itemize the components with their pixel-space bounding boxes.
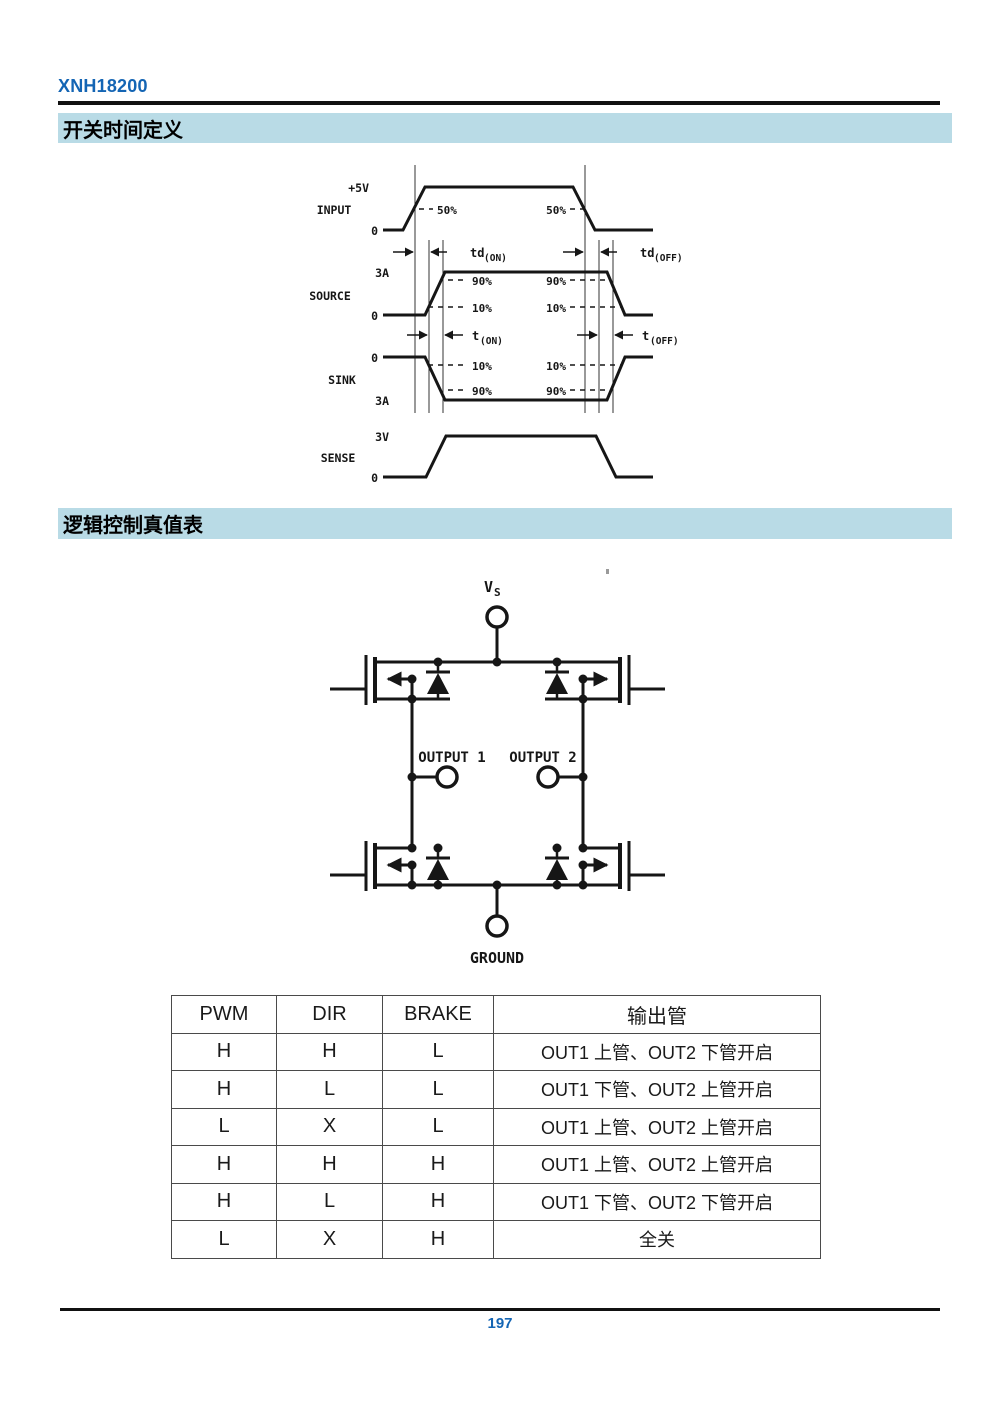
header-rule (58, 101, 940, 105)
document-id: XNH18200 (58, 76, 148, 96)
sense-signal-label: SENSE (321, 451, 356, 465)
table-row: H H H OUT1 上管、OUT2 上管开启 (171, 1145, 821, 1184)
sink-signal-label: SINK (328, 373, 356, 387)
table-cell: L (171, 1107, 277, 1146)
section-header-switching-time: 开关时间定义 (58, 113, 952, 143)
table-cell: H (382, 1220, 494, 1259)
source-high-level: 3A (375, 266, 389, 280)
input-rise-50pct: 50% (437, 204, 457, 217)
output1-label: OUTPUT 1 (418, 750, 485, 766)
table-cell: L (171, 1220, 277, 1259)
vs-terminal-label: V (484, 578, 493, 596)
table-header-row: PWM DIR BRAKE 输出管 (171, 995, 821, 1034)
sink-fall-90pct: 90% (472, 385, 492, 398)
sink-high-level: 0 (371, 351, 378, 365)
td-on-sub: (ON) (484, 253, 507, 264)
source-signal-label: SOURCE (309, 289, 351, 303)
h-bridge-figure: V S OUTPUT 1 OUTPUT 2 GROUND (300, 578, 700, 967)
table-cell: H (171, 1032, 277, 1071)
input-waveform: +5V INPUT 0 50% 50% (317, 181, 653, 238)
ground-label: GROUND (470, 949, 524, 967)
input-low-level: 0 (371, 224, 378, 238)
sense-high-level: 3V (375, 430, 389, 444)
input-fall-50pct: 50% (546, 204, 566, 217)
col-header-dir: DIR (276, 995, 383, 1034)
t-off-sub: (OFF) (650, 336, 679, 347)
table-cell: H (382, 1145, 494, 1184)
table-cell: H (276, 1145, 383, 1184)
section-title: 开关时间定义 (63, 119, 183, 142)
table-cell: OUT1 上管、OUT2 上管开启 (493, 1107, 821, 1146)
table-cell: L (382, 1107, 494, 1146)
source-fall-90pct: 90% (546, 275, 566, 288)
col-header-output: 输出管 (493, 995, 821, 1034)
source-rise-10pct: 10% (472, 302, 492, 315)
scan-artifact-dot (606, 569, 609, 574)
td-on-label: td (470, 246, 484, 260)
section-title: 逻辑控制真值表 (63, 515, 203, 537)
table-cell: 全关 (493, 1220, 821, 1259)
input-signal-label: INPUT (317, 203, 352, 217)
sink-fall-10pct: 10% (472, 360, 492, 373)
source-rise-90pct: 90% (472, 275, 492, 288)
table-row: H L H OUT1 下管、OUT2 下管开启 (171, 1182, 821, 1221)
table-cell: H (171, 1182, 277, 1221)
t-on-label: t (472, 329, 479, 343)
table-cell: H (171, 1145, 277, 1184)
table-cell: L (276, 1070, 383, 1109)
table-cell: H (276, 1032, 383, 1071)
t-off-label: t (642, 329, 649, 343)
table-cell: OUT1 上管、OUT2 上管开启 (493, 1145, 821, 1184)
timing-diagram-figure: +5V INPUT 0 50% 50% td (ON) td (OFF) 3A … (309, 165, 683, 485)
table-row: L X H 全关 (171, 1220, 821, 1259)
sink-rise-90pct: 90% (546, 385, 566, 398)
reference-lines (414, 165, 614, 413)
table-row: H L L OUT1 下管、OUT2 上管开启 (171, 1070, 821, 1109)
table-cell: X (276, 1220, 383, 1259)
sink-low-level: 3A (375, 394, 389, 408)
page-number: 197 (487, 1315, 513, 1332)
table-row: L X L OUT1 上管、OUT2 上管开启 (171, 1107, 821, 1146)
table-cell: H (382, 1182, 494, 1221)
sense-low-level: 0 (371, 471, 378, 485)
source-low-level: 0 (371, 309, 378, 323)
output2-label: OUTPUT 2 (509, 750, 576, 766)
sink-waveform: 0 SINK 3A 10% 10% 90% 90% (328, 351, 653, 408)
table-row: H H L OUT1 上管、OUT2 下管开启 (171, 1032, 821, 1071)
td-off-label: td (640, 246, 654, 260)
table-cell: OUT1 下管、OUT2 上管开启 (493, 1070, 821, 1109)
table-cell: L (276, 1182, 383, 1221)
vs-terminal-sub: S (494, 586, 501, 599)
table-cell: OUT1 下管、OUT2 下管开启 (493, 1182, 821, 1221)
table-cell: X (276, 1107, 383, 1146)
col-header-brake: BRAKE (382, 995, 494, 1034)
input-high-level: +5V (348, 181, 369, 195)
logic-truth-table: PWM DIR BRAKE 输出管 H H L OUT1 上管、OUT2 下管开… (171, 995, 821, 1259)
col-header-pwm: PWM (171, 995, 277, 1034)
footer-rule (60, 1308, 940, 1311)
table-cell: L (382, 1070, 494, 1109)
t-on-sub: (ON) (480, 336, 503, 347)
bridge-wiring (375, 605, 620, 938)
sense-waveform: 3V SENSE 0 (321, 430, 653, 485)
source-waveform: 3A SOURCE 0 90% 90% 10% 10% (309, 266, 653, 323)
table-cell: L (382, 1032, 494, 1071)
sink-rise-10pct: 10% (546, 360, 566, 373)
table-cell: H (171, 1070, 277, 1109)
table-cell: OUT1 上管、OUT2 下管开启 (493, 1032, 821, 1071)
section-header-logic-table: 逻辑控制真值表 (58, 508, 952, 539)
source-fall-10pct: 10% (546, 302, 566, 315)
td-off-sub: (OFF) (654, 253, 683, 264)
